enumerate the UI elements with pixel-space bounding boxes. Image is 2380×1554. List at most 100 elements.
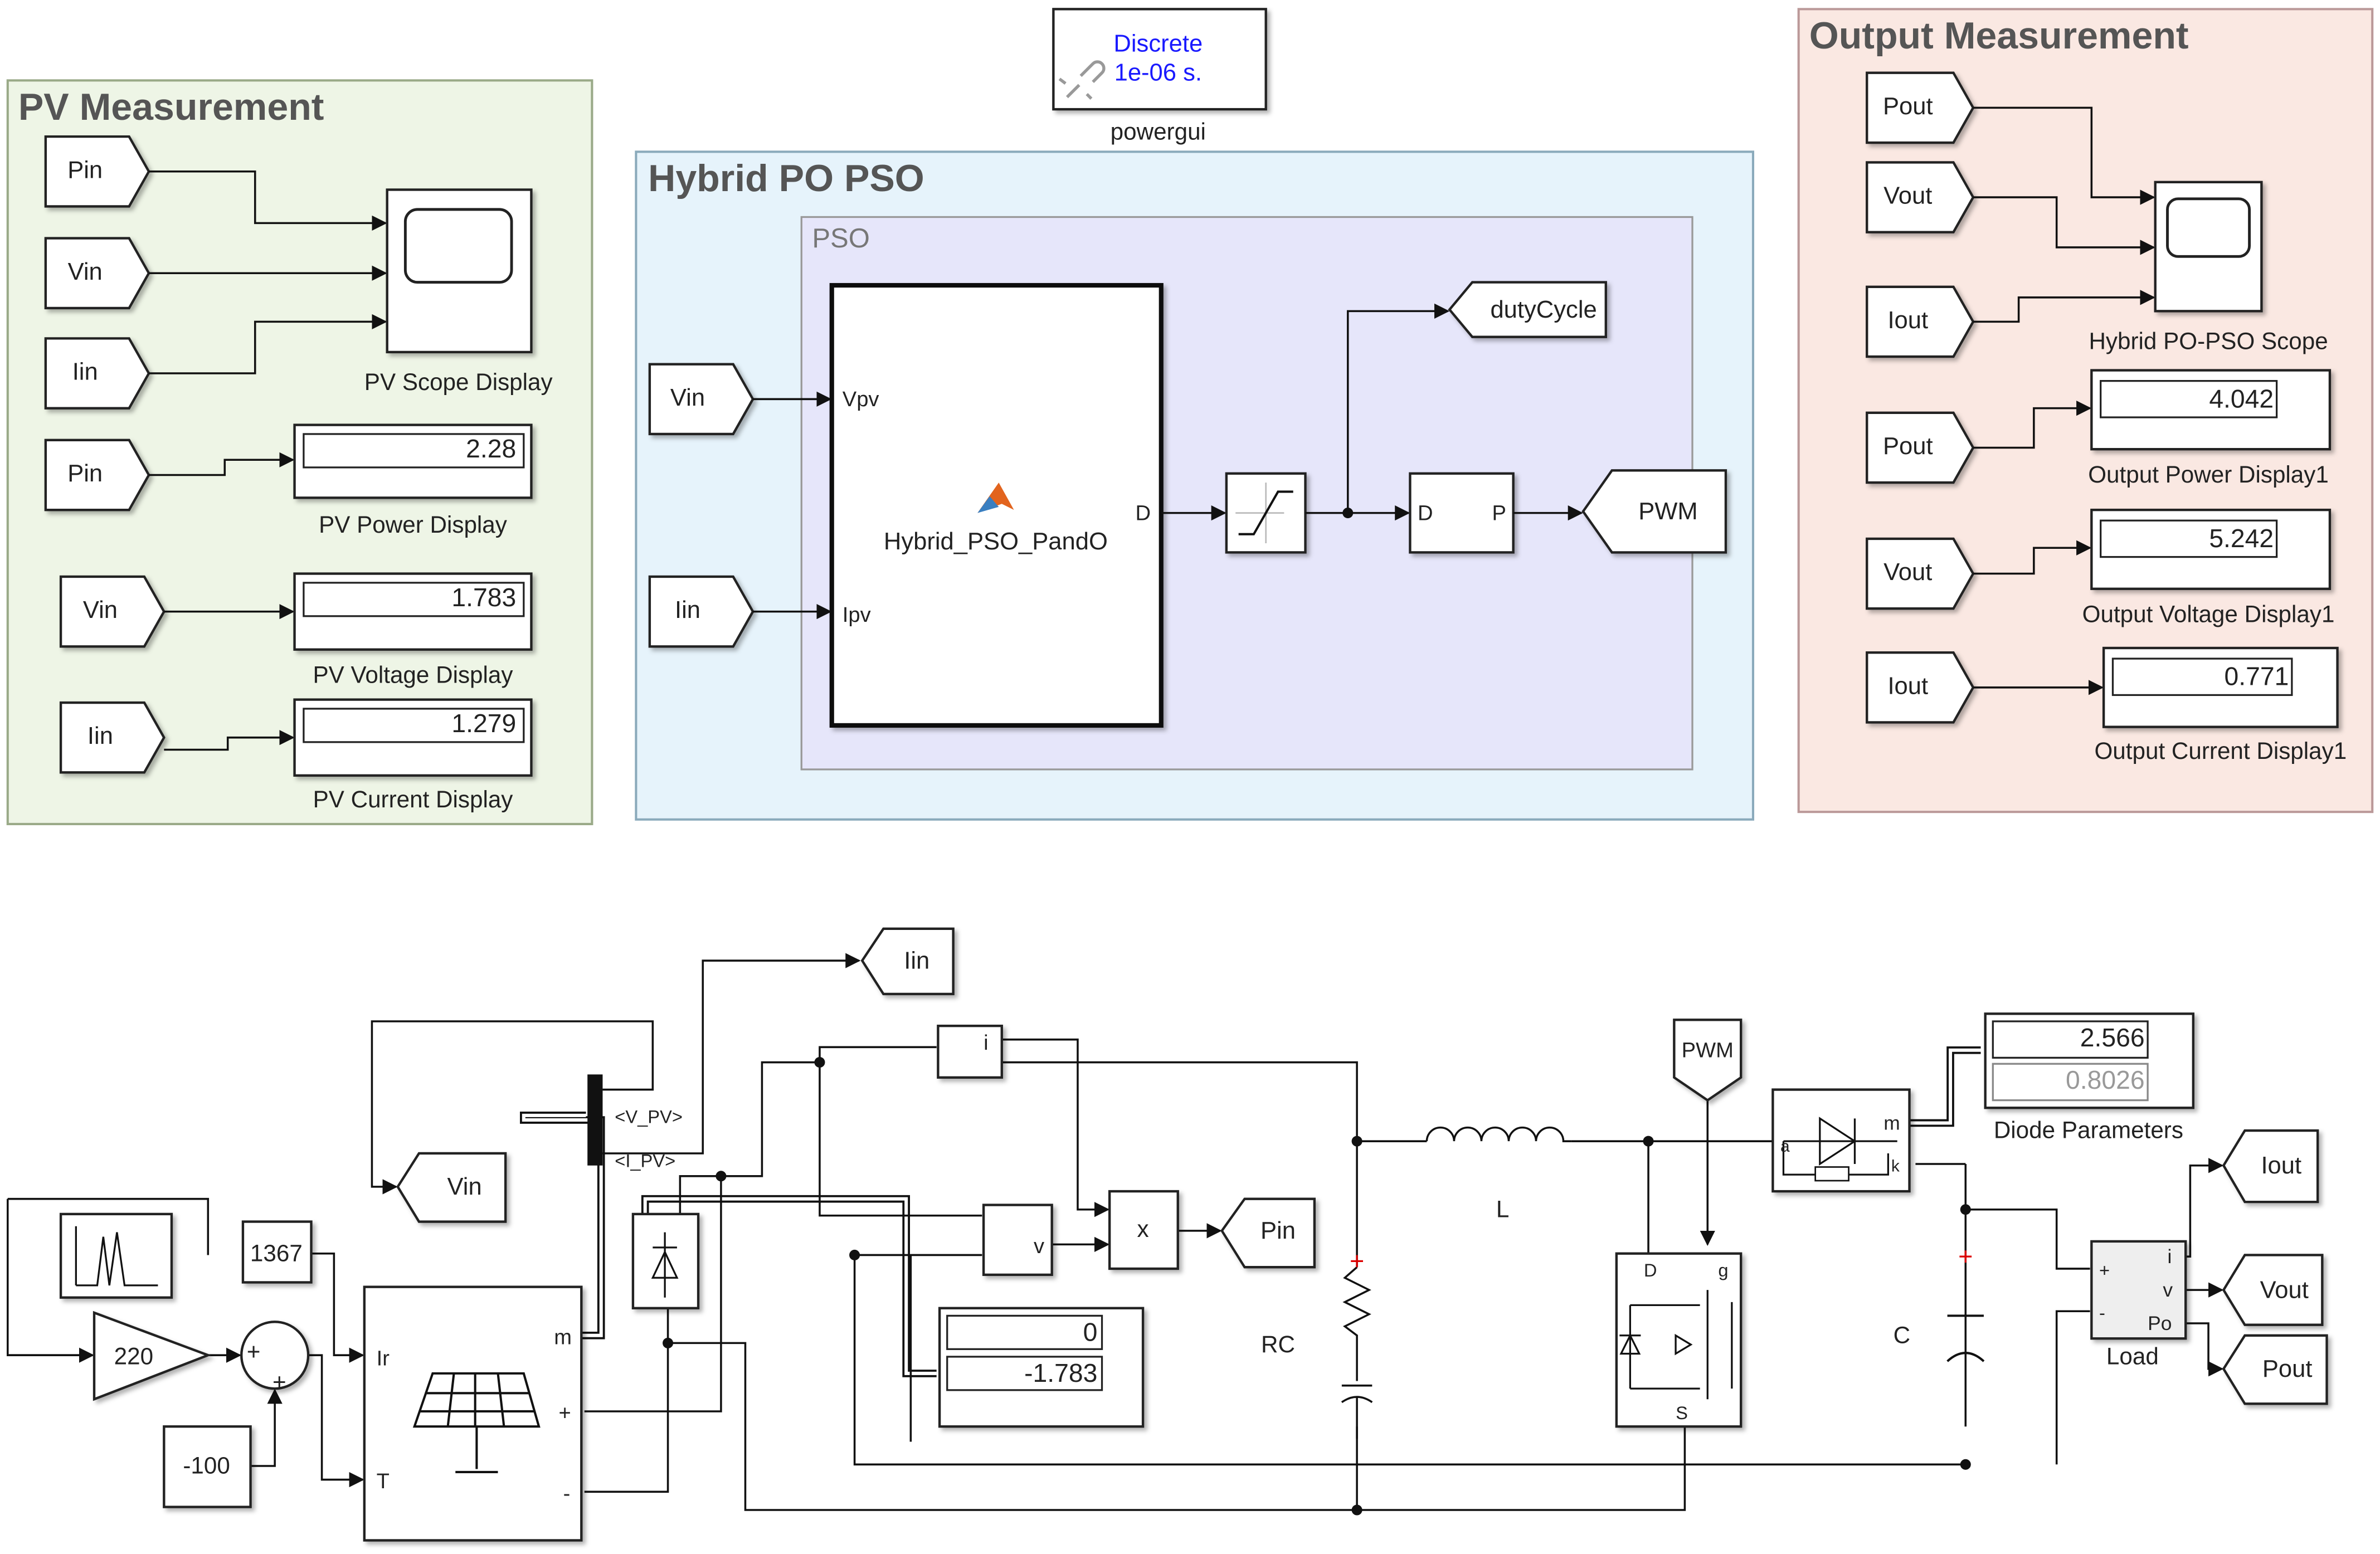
powergui-mode: Discrete bbox=[1113, 31, 1203, 57]
svg-text:Vout: Vout bbox=[1883, 559, 1932, 586]
pso-area-title: PSO bbox=[812, 223, 870, 254]
from-tag-iin-pso[interactable]: Iin bbox=[648, 575, 755, 648]
wire bbox=[584, 1308, 1686, 1511]
goto-tag-vin[interactable]: Vin bbox=[396, 1152, 507, 1223]
from-tag-vin-display[interactable]: Vin bbox=[59, 575, 166, 648]
goto-tag-pin[interactable]: Pin bbox=[1220, 1197, 1316, 1269]
output-voltage-display[interactable]: 5.242 bbox=[2090, 508, 2332, 590]
svg-text:Iin: Iin bbox=[675, 597, 700, 623]
link-broken-icon bbox=[1058, 60, 1106, 100]
polarity-plus-icon bbox=[1959, 1250, 1972, 1263]
signal-line bbox=[1973, 290, 2155, 323]
measurement-display[interactable]: 0-1.783 bbox=[938, 1307, 1145, 1428]
from-tag-pout-display[interactable]: Pout bbox=[1866, 411, 1975, 484]
goto-tag-pwm[interactable]: PWM bbox=[1581, 469, 1727, 554]
irradiance-constant[interactable]: 1367 bbox=[241, 1220, 313, 1284]
from-tag-pin-display[interactable]: Pin bbox=[44, 439, 150, 511]
from-tag-iin-display[interactable]: Iin bbox=[59, 701, 166, 774]
svg-text:1.279: 1.279 bbox=[451, 709, 516, 738]
temperature-constant[interactable]: -100 bbox=[163, 1425, 252, 1508]
svg-text:Vout: Vout bbox=[1883, 183, 1932, 210]
from-tag-vin-pso[interactable]: Vin bbox=[648, 363, 755, 436]
wire bbox=[853, 1254, 1966, 1466]
output-diode-block[interactable]: mak bbox=[1771, 1088, 1911, 1193]
svg-text:4.042: 4.042 bbox=[2209, 384, 2274, 413]
output-current-display[interactable]: 0.771 bbox=[2102, 646, 2339, 728]
goto-tag-dutycycle[interactable]: dutyCycle bbox=[1448, 281, 1607, 338]
wire bbox=[1357, 1140, 2090, 1465]
mosfet-icon bbox=[1619, 1290, 1733, 1400]
svg-text:-100: -100 bbox=[183, 1453, 230, 1479]
rc-label: RC bbox=[1261, 1331, 1295, 1357]
output-power-display[interactable]: 4.042 bbox=[2090, 369, 2332, 451]
from-tag-pin[interactable]: Pin bbox=[44, 135, 150, 208]
gain-block[interactable]: 220 bbox=[93, 1311, 212, 1401]
svg-text:Iout: Iout bbox=[1887, 673, 1928, 699]
signal-line bbox=[1973, 196, 2155, 255]
voltage-measurement-block[interactable]: v bbox=[982, 1204, 1053, 1277]
signal-line bbox=[149, 314, 387, 374]
goto-tag-iout[interactable]: Iout bbox=[2222, 1129, 2319, 1204]
rc-snubber[interactable] bbox=[1341, 1255, 1373, 1439]
matlab-function-block[interactable]: Hybrid_PSO_PandO Vpv Ipv D bbox=[829, 282, 1164, 728]
sum-sign-left: + bbox=[247, 1338, 261, 1365]
powergui-block[interactable]: Discrete 1e-06 s. bbox=[1052, 8, 1267, 111]
bus-signal-i-pv: <I_PV> bbox=[615, 1150, 675, 1171]
load-label: Load bbox=[2106, 1343, 2159, 1370]
svg-text:0: 0 bbox=[1083, 1317, 1098, 1346]
diode-parameters-display[interactable]: 2.566 0.8026 bbox=[1984, 1012, 2195, 1109]
output-scope-label: Hybrid PO-PSO Scope bbox=[2089, 328, 2328, 354]
output-current-label: Output Current Display1 bbox=[2094, 738, 2347, 764]
signal-line bbox=[149, 452, 295, 476]
output-capacitor[interactable] bbox=[1946, 1250, 1985, 1362]
pv-array-block[interactable]: Ir T m + - bbox=[363, 1285, 583, 1542]
current-measurement-block[interactable]: i bbox=[937, 1024, 1003, 1079]
goto-tag-vout[interactable]: Vout bbox=[2222, 1254, 2324, 1326]
from-tag-iout[interactable]: Iout bbox=[1866, 285, 1975, 358]
inductor[interactable] bbox=[1425, 1126, 1571, 1142]
from-tag-vout[interactable]: Vout bbox=[1866, 161, 1975, 233]
pv-scope-block[interactable] bbox=[386, 188, 533, 354]
pv-current-display-label: PV Current Display bbox=[313, 786, 514, 812]
input-diode-block[interactable] bbox=[631, 1212, 700, 1309]
svg-text:P: P bbox=[1492, 501, 1506, 525]
svg-text:g: g bbox=[1718, 1260, 1728, 1280]
from-tag-vin[interactable]: Vin bbox=[44, 237, 150, 310]
svg-text:Pin: Pin bbox=[67, 460, 103, 487]
svg-text:Vin: Vin bbox=[670, 384, 705, 411]
svg-text:x: x bbox=[1137, 1216, 1149, 1242]
signal-line bbox=[149, 170, 387, 231]
svg-text:v: v bbox=[1034, 1234, 1044, 1258]
diode-parameters-label: Diode Parameters bbox=[1994, 1117, 2183, 1143]
svg-text:+: + bbox=[558, 1401, 571, 1425]
saturation-block[interactable] bbox=[1225, 472, 1307, 554]
wire bbox=[679, 1062, 982, 1217]
power-circuit: Iin <V_PV> <I_PV> Vin 220 ++ 1367 -100 I… bbox=[7, 927, 2328, 1542]
pv-voltage-display[interactable]: 1.783 bbox=[293, 572, 533, 651]
diode-icon bbox=[651, 1232, 679, 1298]
from-tag-vout-display[interactable]: Vout bbox=[1866, 537, 1975, 610]
bus-selector[interactable] bbox=[587, 1074, 603, 1166]
sum-block[interactable]: ++ bbox=[240, 1321, 310, 1395]
output-scope-block[interactable] bbox=[2154, 181, 2263, 313]
port-d: D bbox=[1135, 501, 1151, 525]
signal-line bbox=[602, 953, 861, 1154]
from-tag-pout[interactable]: Pout bbox=[1866, 71, 1975, 144]
goto-tag-iin[interactable]: Iin bbox=[860, 927, 955, 996]
from-tag-iin[interactable]: Iin bbox=[44, 337, 150, 410]
from-tag-pwm[interactable]: PWM bbox=[1673, 1019, 1743, 1102]
pv-current-display[interactable]: 1.279 bbox=[293, 698, 533, 777]
port-vpv: Vpv bbox=[843, 387, 879, 411]
hybrid-po-pso-area: Hybrid PO PSO PSO Vin Iin Hybrid_PSO_Pan… bbox=[635, 150, 1755, 821]
powergui-sample-time: 1e-06 s. bbox=[1114, 59, 1202, 86]
goto-tag-pout[interactable]: Pout bbox=[2222, 1334, 2328, 1405]
from-tag-iout-display[interactable]: Iout bbox=[1866, 651, 1975, 724]
pv-power-display[interactable]: 2.28 bbox=[293, 423, 533, 499]
product-block[interactable]: x bbox=[1108, 1190, 1179, 1270]
svg-text:Pout: Pout bbox=[1883, 93, 1933, 120]
signal-builder-block[interactable] bbox=[59, 1212, 173, 1299]
